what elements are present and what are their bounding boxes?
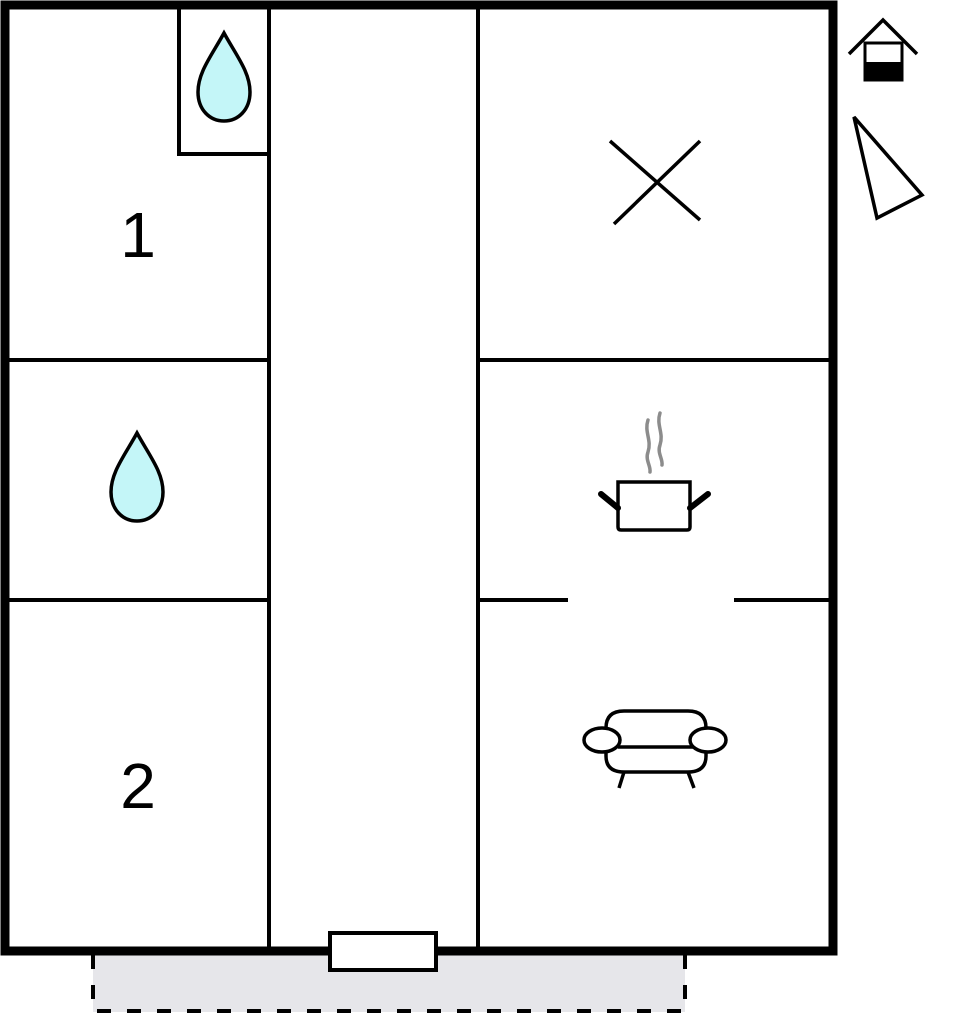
cross-icon [608,139,702,226]
water-drop-icon [196,29,252,123]
armchair-icon [582,709,728,789]
house-ground-floor-icon [847,17,919,82]
room-label-bedroom-2: 2 [120,750,156,822]
water-drop-icon [109,429,165,523]
entrance-door [328,931,438,972]
interior-walls [5,5,833,951]
room-label-bedroom-1: 1 [120,199,156,271]
compass-north-arrow-icon [852,115,925,221]
cooking-pot-icon [598,411,711,532]
